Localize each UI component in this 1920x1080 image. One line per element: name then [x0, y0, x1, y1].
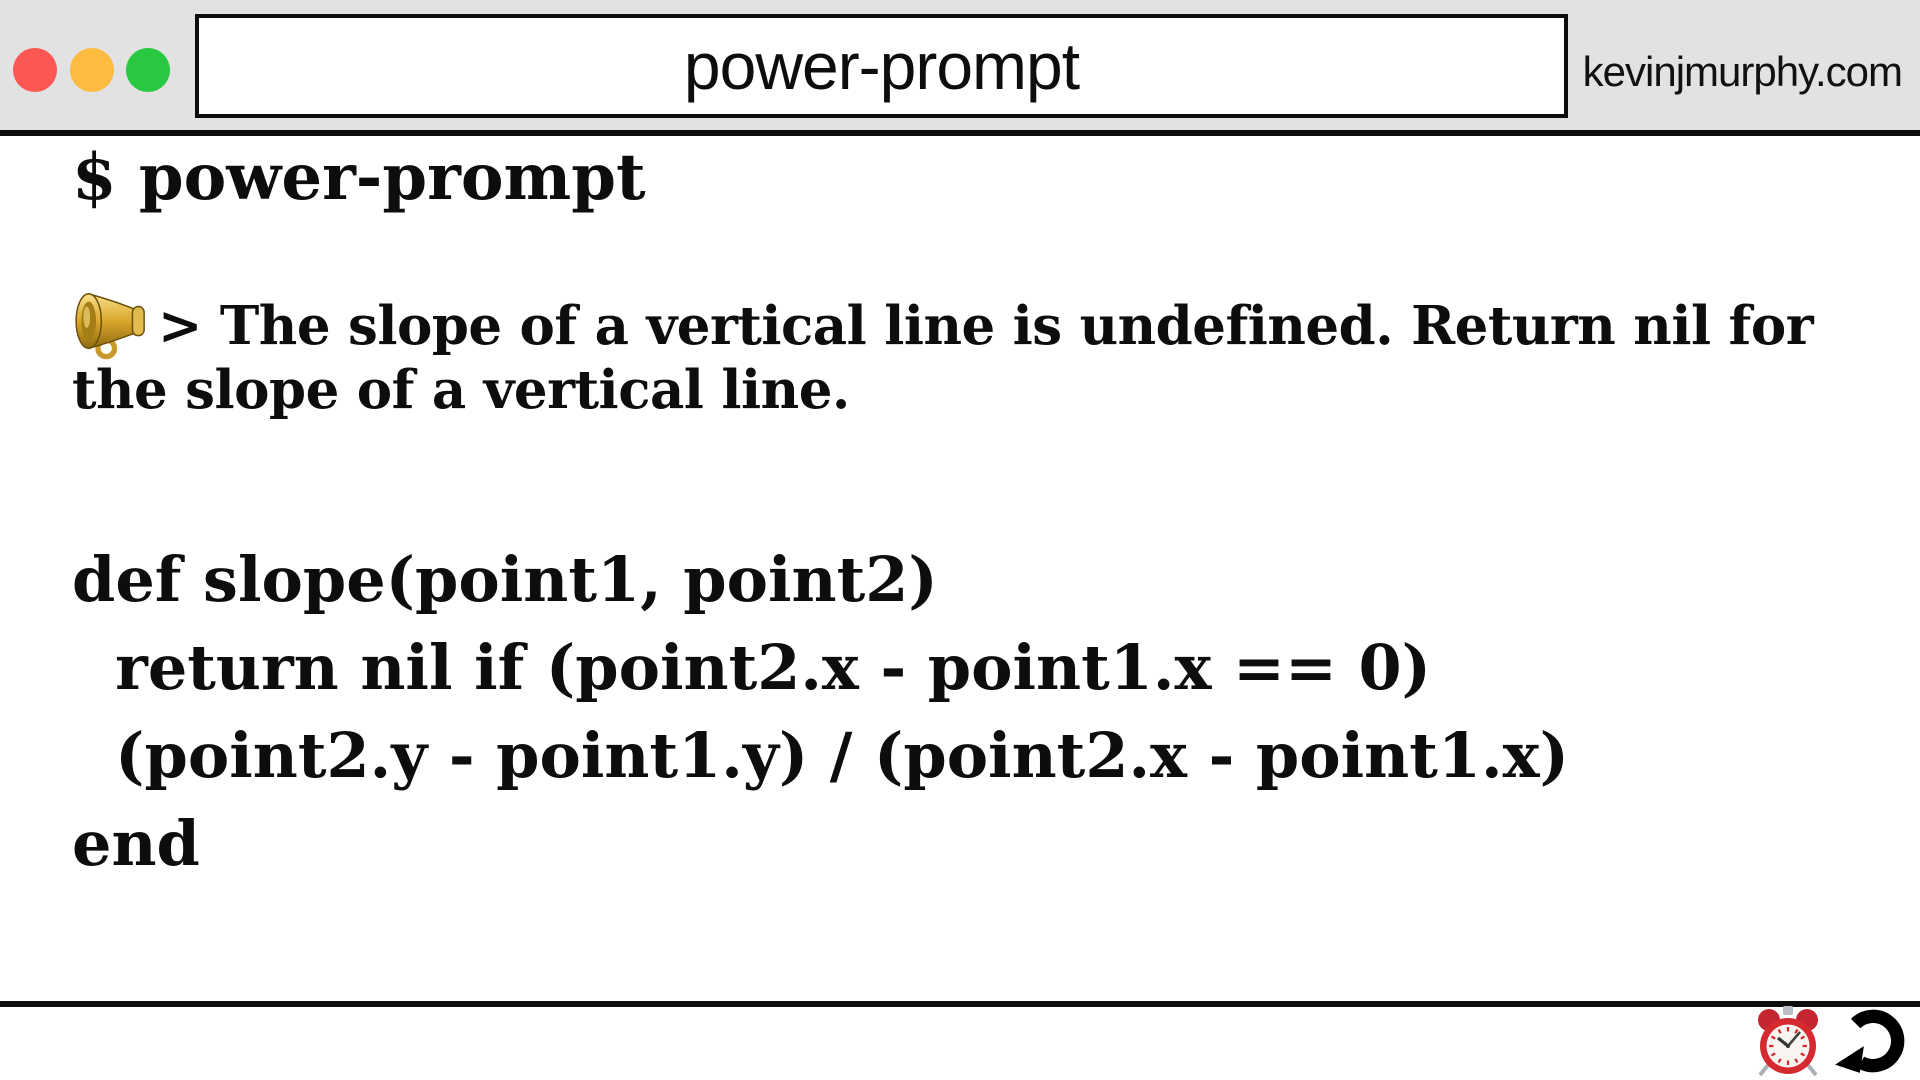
code-block: def slope(point1, point2) return nil if …	[72, 540, 1569, 892]
close-window-icon[interactable]	[13, 48, 57, 92]
terminal-prompt-line: $ power-prompt	[72, 140, 646, 215]
announcement-line-2: the slope of a vertical line.	[72, 359, 850, 421]
announcement-line-1: > The slope of a vertical line is undefi…	[72, 290, 1814, 360]
window-title: power-prompt	[683, 29, 1080, 103]
minimize-window-icon[interactable]	[70, 48, 114, 92]
megaphone-icon	[75, 292, 145, 360]
site-label: kevinjmurphy.com	[1582, 48, 1903, 95]
code-line-def: def slope(point1, point2)	[72, 543, 938, 616]
undo-arrow-icon[interactable]	[1830, 1008, 1908, 1074]
code-line-division: (point2.y - point1.y) / (point2.x - poin…	[72, 719, 1569, 792]
window-titlebar: power-prompt kevinjmurphy.com	[0, 0, 1920, 136]
alarm-clock-icon	[1758, 1006, 1818, 1076]
window-title-box: power-prompt	[195, 14, 1568, 118]
announcement-text: > The slope of a vertical line is undefi…	[72, 290, 1814, 421]
code-line-return: return nil if (point2.x - point1.x == 0)	[72, 631, 1432, 704]
footer-divider	[0, 1001, 1920, 1007]
announcement-line-1-text: > The slope of a vertical line is undefi…	[158, 295, 1814, 357]
code-line-end: end	[72, 807, 200, 880]
zoom-window-icon[interactable]	[126, 48, 170, 92]
